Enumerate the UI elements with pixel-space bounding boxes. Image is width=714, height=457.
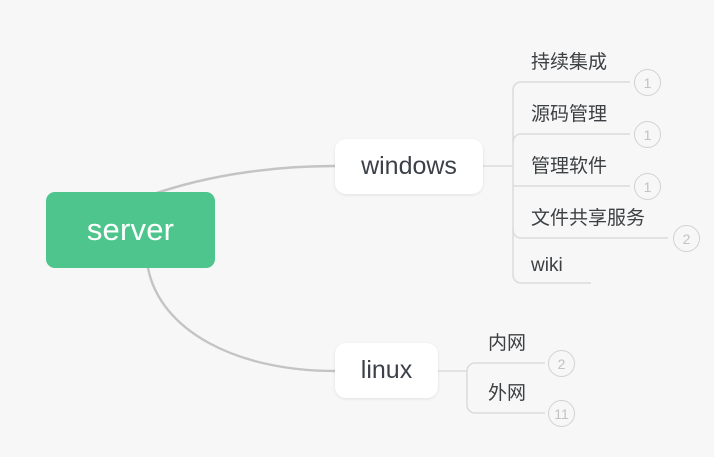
leaf-node-guanli-ruanjian[interactable]: 管理软件 <box>531 152 607 182</box>
leaf-node-label: 管理软件 <box>531 156 608 177</box>
leaf-node-label: 文件共享服务 <box>531 208 646 229</box>
leafline-linux-0 <box>466 362 545 414</box>
branch-node-windows[interactable]: windows <box>335 139 483 194</box>
edge-server-linux <box>146 266 337 373</box>
leaf-badge-count[interactable]: 2 <box>673 225 700 252</box>
root-node-server[interactable]: server <box>46 192 215 268</box>
leaf-node-wiki[interactable]: wiki <box>531 251 563 281</box>
branch-node-label: linux <box>360 356 413 384</box>
leaf-node-label: 持续集成 <box>531 52 608 73</box>
leaf-node-label: 源码管理 <box>531 104 608 125</box>
branch-node-linux[interactable]: linux <box>335 343 438 398</box>
leafline-windows-3 <box>512 229 668 239</box>
leaf-badge-count[interactable]: 1 <box>634 173 661 200</box>
leaf-node-label: wiki <box>531 255 563 276</box>
leaf-node-wenjian-gongxiang-fuwu[interactable]: 文件共享服务 <box>531 204 645 234</box>
leaf-node-waiwang[interactable]: 外网 <box>488 379 526 409</box>
branch-node-label: windows <box>361 152 457 180</box>
leaf-node-neiwang[interactable]: 内网 <box>488 329 526 359</box>
leaf-node-label: 外网 <box>488 383 527 404</box>
leaf-node-chixu-jicheng[interactable]: 持续集成 <box>531 48 607 78</box>
leaf-node-yuanma-guanli[interactable]: 源码管理 <box>531 100 607 130</box>
leaf-badge-count[interactable]: 1 <box>634 69 661 96</box>
root-node-label: server <box>86 212 175 247</box>
leafline-windows-1 <box>512 133 630 143</box>
leaf-badge-count[interactable]: 11 <box>548 400 575 427</box>
leafline-windows-0 <box>512 81 630 284</box>
edge-server-windows <box>146 164 337 198</box>
leaf-badge-count[interactable]: 2 <box>548 350 575 377</box>
leaf-node-label: 内网 <box>488 333 527 354</box>
leaf-badge-count[interactable]: 1 <box>634 121 661 148</box>
